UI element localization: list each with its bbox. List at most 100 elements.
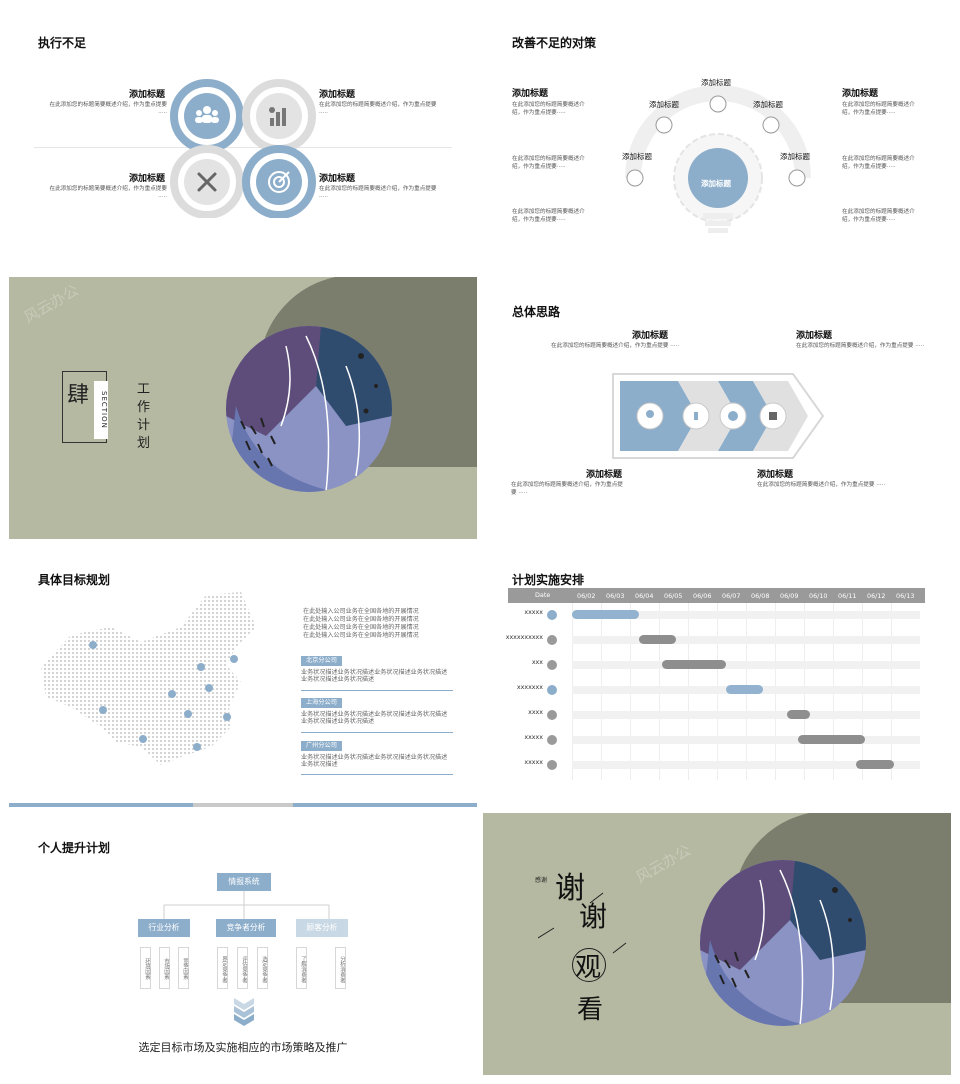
gantt-row-dot: [547, 710, 557, 720]
gantt-row-dot: [547, 735, 557, 745]
gantt-date: 06/02: [577, 592, 596, 600]
team-icon: [195, 106, 219, 123]
slide-improvement-measures: 改善不足的对策 添加标题 添加标题 添加标题 添加标题 添加标题 添加标题 添加…: [483, 8, 951, 270]
gantt-track: [572, 636, 920, 644]
slide-title: 个人提升计划: [38, 841, 111, 855]
gantt-bar: [856, 760, 894, 769]
item-desc: 在此添加您的标题简要概述介绍，作为重点提要 ·····: [796, 343, 925, 349]
bulb-label: 添加标题: [701, 179, 731, 188]
thanks-char: 谢: [579, 900, 608, 933]
slide-personal-improvement: 个人提升计划 情报系统 行业分析 竞争者分析 顾客分析 环境因素 市场因素 竞争…: [9, 813, 477, 1075]
gantt-row-dot: [547, 660, 557, 670]
item-heading: 添加标题: [632, 331, 669, 341]
intro-line: 在此处输入公司业务在全国各地的开展情况: [303, 616, 419, 623]
arc-label: 添加标题: [649, 100, 679, 109]
slide-thanks: 感谢 谢 谢 观 看 风云办公: [483, 813, 951, 1075]
gantt-row-label: xxxx: [528, 709, 543, 716]
item-heading: 添加标题: [796, 331, 833, 341]
section-title: 工作计划: [137, 382, 151, 451]
right-heading: 添加标题: [842, 89, 879, 99]
gantt-bar: [572, 610, 639, 619]
thanks-char: 观: [575, 953, 602, 983]
arc-label: 添加标题: [701, 78, 731, 87]
org-top: 情报系统: [217, 873, 271, 891]
section-number: 肆: [67, 383, 90, 408]
gantt-bar: [786, 710, 810, 719]
gantt-date: 06/07: [722, 592, 741, 600]
item-desc: 在此添加您的标题简要概述介绍，作为重点提要 ·····: [511, 482, 623, 496]
intro-line: 在此处输入公司业务在全国各地的开展情况: [303, 632, 419, 639]
item-heading: 添加标题: [757, 470, 794, 480]
item-desc: 在此添加您的标题简要概述介绍，作为重点提要 ·····: [49, 186, 167, 200]
process-arrow-graphic: [612, 373, 825, 459]
item-desc: 在此添加您的标题简要概述介绍，作为重点提要 ·····: [319, 186, 437, 200]
bottom-bar-blue: [293, 803, 477, 807]
org-group: 行业分析: [138, 919, 190, 937]
gantt-date: 06/11: [838, 592, 857, 600]
org-sub: 竞争因素: [178, 947, 189, 989]
intro-line: 在此处输入公司业务在全国各地的开展情况: [303, 624, 419, 631]
bottom-bar-grey: [193, 803, 293, 807]
location-pins: [89, 641, 238, 751]
item-heading: 添加标题: [129, 90, 166, 100]
decorative-strokes: [538, 892, 627, 954]
chevron-down-icon: [234, 998, 254, 1026]
section-label: SECTION: [94, 381, 108, 439]
ring: [572, 948, 606, 982]
slide-overall-approach: 总体思路 添加标题 在此添加您的标题简要概述介绍，作为重点提要 ····· 添加…: [483, 277, 951, 539]
branch-name: 北京分公司: [301, 656, 342, 666]
branch-divider: [301, 690, 453, 691]
gantt-bar: [725, 685, 764, 694]
gantt-date: 06/08: [751, 592, 770, 600]
gantt-date: 06/09: [780, 592, 799, 600]
branch-desc: 业务状况描述业务状况描述业务状况描述业务状况描述业务状况描述业务状况描述: [301, 711, 448, 726]
arc-label: 添加标题: [622, 152, 652, 161]
gantt-track: [572, 761, 920, 769]
gantt-track: [572, 736, 920, 744]
gantt-header: Date: [508, 588, 925, 603]
right-desc: 在此添加您的标题简要概述介绍，作为重点提要·····: [842, 102, 915, 116]
slide-section-divider: 肆 SECTION 工作计划 风云办公: [9, 277, 477, 539]
org-sub: 界定竞争者: [217, 947, 228, 989]
slide-title: 具体目标规划: [38, 573, 111, 587]
org-group: 顾客分析: [296, 919, 348, 937]
gantt-date: 06/13: [896, 592, 915, 600]
org-sub: 环境因素: [140, 947, 151, 989]
gantt-row-dot: [547, 635, 557, 645]
gantt-date: 06/10: [809, 592, 828, 600]
gantt-track: [572, 611, 920, 619]
slide-title: 总体思路: [512, 305, 561, 319]
slide-title: 执行不足: [38, 36, 87, 50]
gantt-row-dot: [547, 685, 557, 695]
gantt-bar: [661, 660, 726, 669]
gantt-row-label: xxxxx: [524, 609, 543, 616]
branch-name: 广州分公司: [301, 741, 342, 751]
gantt-date: 06/12: [867, 592, 886, 600]
slide-execution-gap: 执行不足: [9, 8, 477, 270]
left-desc: 在此添加您的标题简要概述介绍，作为重点提要·····: [512, 156, 585, 170]
arc-label: 添加标题: [780, 152, 810, 161]
lightbulb-graphic: [625, 85, 811, 233]
left-desc: 在此添加您的标题简要概述介绍，作为重点提要·····: [512, 209, 585, 223]
abstract-circle-art: [700, 860, 866, 1026]
slide-target-planning: 具体目标规划 在此处输入公司业务在全国各地的开展情况 在此处输入公司业务在全国各…: [9, 545, 477, 807]
gantt-date: 06/05: [664, 592, 683, 600]
abstract-circle-art: [226, 326, 392, 492]
slide-title: 改善不足的对策: [512, 36, 597, 50]
org-sub: 市场因素: [159, 947, 170, 989]
right-desc: 在此添加您的标题简要概述介绍，作为重点提要·····: [842, 156, 915, 170]
gantt-bar: [638, 635, 677, 644]
gantt-date: 06/04: [635, 592, 654, 600]
org-sub: 分析消费者: [335, 947, 346, 989]
tools-icon: [197, 172, 217, 192]
bottom-bar-blue: [9, 803, 193, 807]
small-thanks: 感谢: [535, 877, 548, 884]
item-heading: 添加标题: [319, 90, 356, 100]
gantt-row-label: xxxxxxx: [516, 684, 543, 691]
gantt-track: [572, 661, 920, 669]
gantt-row-label: xxxxx: [524, 734, 543, 741]
slide-title: 计划实施安排: [512, 573, 585, 587]
org-connectors: [163, 891, 330, 919]
intro-line: 在此处输入公司业务在全国各地的开展情况: [303, 608, 419, 615]
